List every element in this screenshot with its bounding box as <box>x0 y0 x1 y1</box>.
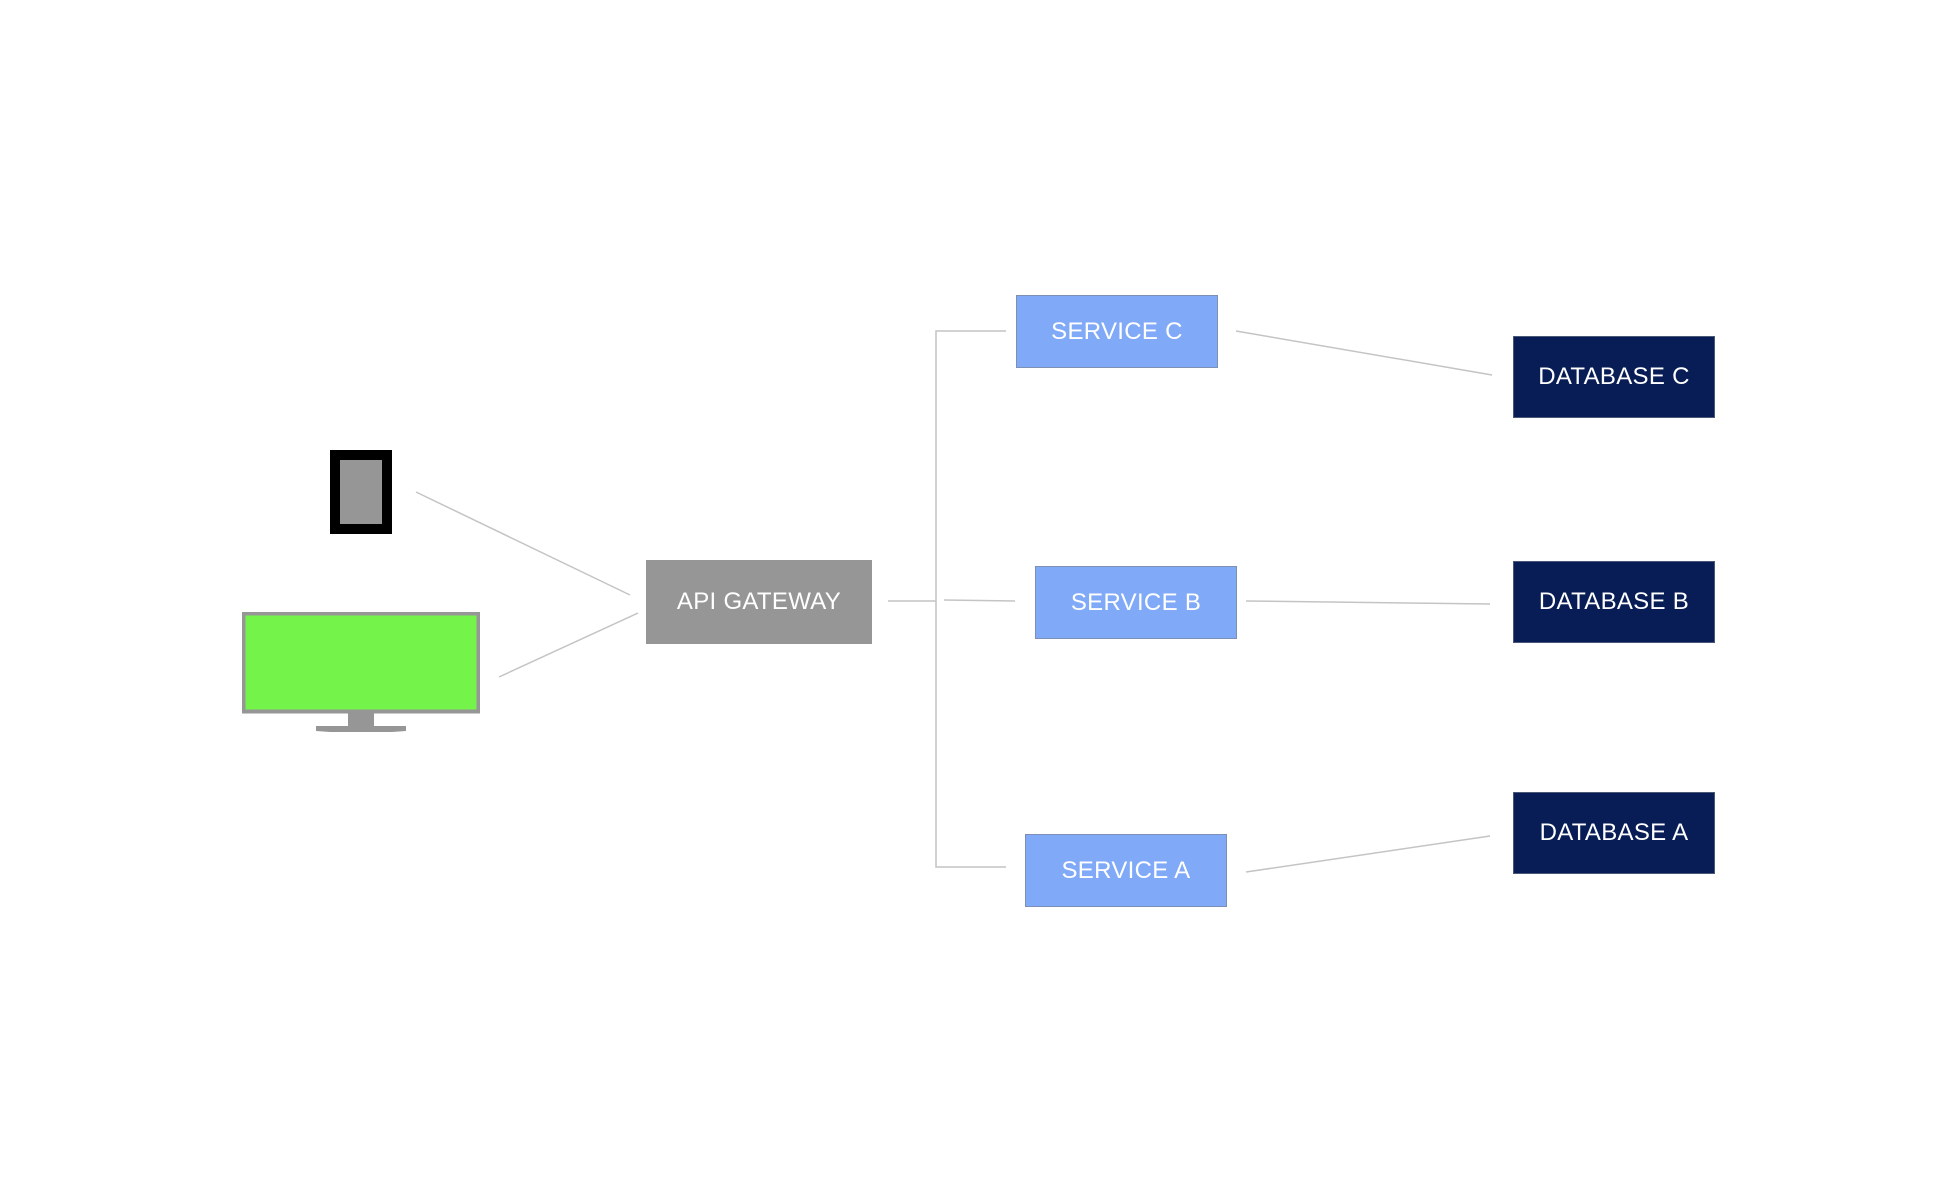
database-b-node: DATABASE B <box>1513 561 1715 643</box>
database-a-node: DATABASE A <box>1513 792 1715 874</box>
connector-service-b-to-database-b <box>1245 600 1491 605</box>
database-c-label: DATABASE C <box>1538 363 1690 390</box>
database-a-label: DATABASE A <box>1539 819 1689 846</box>
connector-service-c-to-database-c <box>1235 330 1493 376</box>
service-c-node: SERVICE C <box>1016 295 1218 368</box>
connector-desktop-to-gateway <box>498 612 639 678</box>
database-c-node: DATABASE C <box>1513 336 1715 418</box>
service-b-node: SERVICE B <box>1035 566 1237 639</box>
connector-bus-to-service-c <box>935 330 1006 868</box>
connector-mobile-to-gateway <box>415 491 631 596</box>
database-b-label: DATABASE B <box>1538 588 1690 615</box>
service-c-label: SERVICE C <box>1051 317 1183 345</box>
api-gateway-label: API GATEWAY <box>676 588 842 615</box>
desktop-monitor-icon <box>242 612 480 732</box>
mobile-phone-icon <box>330 450 392 534</box>
connector-bus-to-service-b <box>943 599 1016 602</box>
connector-service-a-to-database-a <box>1245 835 1491 873</box>
api-gateway-node: API GATEWAY <box>646 560 872 644</box>
service-b-label: SERVICE B <box>1070 588 1202 616</box>
service-a-label: SERVICE A <box>1061 856 1191 884</box>
service-a-node: SERVICE A <box>1025 834 1227 907</box>
